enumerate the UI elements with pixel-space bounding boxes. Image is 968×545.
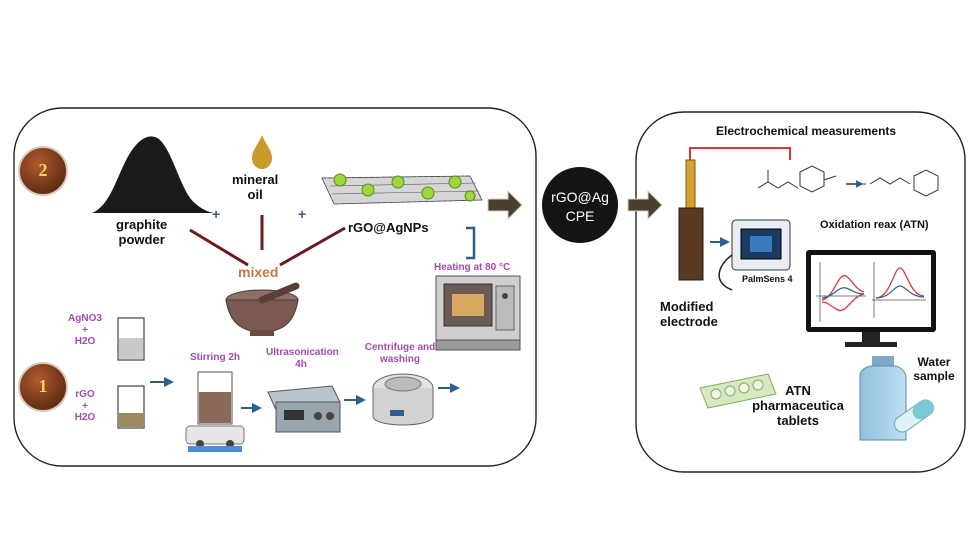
tablet-strip-icon [699, 373, 777, 409]
step-1-badge [18, 362, 68, 412]
cpe-label-line2: CPE [565, 208, 595, 224]
agno3-beaker-icon [117, 317, 145, 361]
graphite-powder-icon [92, 136, 214, 213]
palmsens-device-icon [731, 219, 791, 271]
arrow-to-measurement [627, 189, 663, 221]
step-2-label: 2 [38, 160, 48, 180]
rgo-label: rGO + H2O [74, 389, 96, 423]
monitor-icon [806, 250, 936, 347]
mineral-oil-label: mineral oil [232, 172, 279, 202]
oil-drop-icon [252, 135, 272, 169]
modified-electrode-icon [678, 159, 704, 281]
dpv-plot [872, 262, 926, 318]
arrow-to-cpe [487, 189, 523, 221]
cv-plot [816, 262, 866, 322]
magnetic-stirrer-icon [185, 371, 245, 452]
heating-bracket [466, 226, 476, 260]
ultrasonication-label: Ultrasonication 4h [266, 347, 339, 370]
graphite-label: graphite powder [116, 217, 168, 247]
oven-icon [435, 275, 521, 351]
cpe-product-circle [542, 167, 618, 243]
centrifuge-label: Centrifuge and washing [364, 342, 436, 365]
composite-label: rGO@AgNPs [348, 220, 429, 235]
device-cable [718, 254, 733, 291]
centrifuge-icon [372, 373, 434, 426]
mix-line-graphite [189, 228, 249, 267]
ultrasonic-bath-icon [267, 385, 341, 433]
step-2-badge [18, 146, 68, 196]
mixed-label: mixed [238, 264, 279, 280]
mortar-pestle-icon [225, 282, 300, 336]
electrode-label: Modified electrode [660, 299, 718, 329]
heating-label: Heating at 80 °C [434, 262, 511, 273]
stirring-label: Stirring 2h [190, 352, 241, 363]
agno3-label: AgNO3 + H2O [68, 313, 102, 347]
mix-line-composite [279, 226, 346, 267]
rgo-agnps-sheet-icon [321, 173, 483, 205]
oxidation-label: Oxidation reax (ATN) [820, 219, 929, 231]
capsule-icon [894, 399, 934, 433]
tablets-label: ATN pharmaceutica tablets [752, 383, 844, 428]
rgo-beaker-icon [117, 385, 145, 429]
electrode-wire [689, 147, 791, 168]
plus-sign-2: + [298, 206, 307, 222]
cpe-label-line1: rGO@Ag [551, 189, 609, 205]
device-label: PalmSens 4 [742, 274, 793, 284]
step-1-label: 1 [38, 376, 48, 396]
measurement-title: Electrochemical measurements [716, 124, 897, 138]
plus-sign-1: + [212, 206, 221, 222]
water-sample-label: Water sample [913, 355, 955, 383]
